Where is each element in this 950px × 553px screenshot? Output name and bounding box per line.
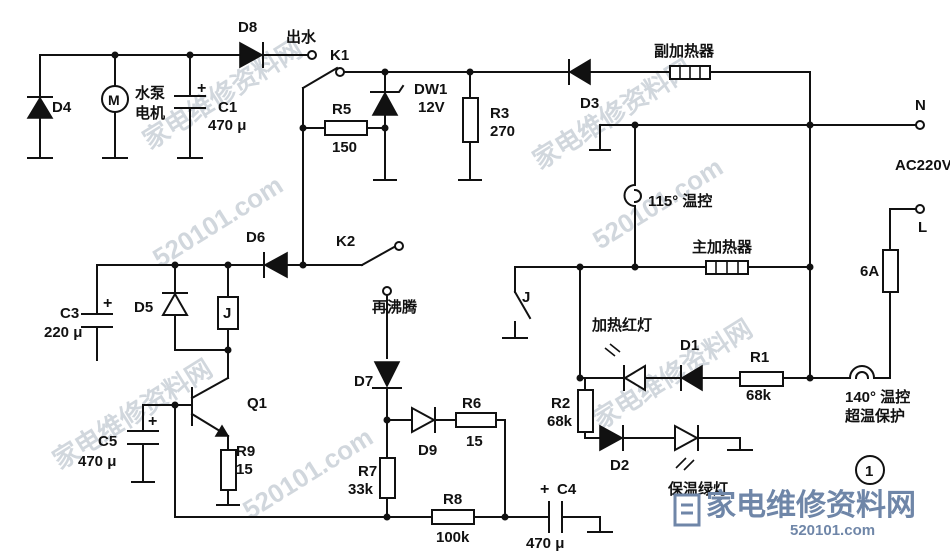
r8-value: 100k	[436, 529, 470, 546]
r9-value: 15	[236, 461, 253, 478]
q1-transistor: Q1	[174, 376, 267, 438]
d8-label: D8	[238, 19, 257, 36]
r6-label: R6	[462, 395, 481, 412]
d3-label: D3	[580, 95, 599, 112]
d9-label: D9	[418, 442, 437, 459]
c4-label: C4	[557, 481, 577, 498]
dw1-zener: DW1 12V	[370, 71, 447, 181]
brand-logo: 家电维修资料网 520101.com	[673, 489, 916, 539]
brand-url: 520101.com	[790, 522, 875, 539]
r1-value: 68k	[746, 387, 772, 404]
r9-label: R9	[236, 443, 255, 460]
over-temp-label: 超温保护	[844, 407, 905, 425]
fuse-label: 6A	[860, 263, 879, 280]
r8-label: R8	[443, 491, 462, 508]
k1-label: K1	[330, 47, 349, 64]
d6-label: D6	[246, 229, 265, 246]
d2-label: D2	[610, 457, 629, 474]
r3-resistor: R3 270	[458, 71, 515, 181]
q1-label: Q1	[247, 395, 267, 412]
r5-label: R5	[332, 101, 351, 118]
d1-label: D1	[680, 337, 699, 354]
k2-label: K2	[336, 233, 355, 250]
d4-diode	[26, 96, 54, 119]
reboil-label: 再沸腾	[372, 298, 418, 316]
c3-capacitor: + C3 220 μ	[44, 264, 113, 361]
r2-value: 68k	[547, 413, 573, 430]
watermark-url-1: 520101.com	[147, 170, 288, 274]
red-lamp-branch: 加热红灯 D1 R1 68k	[576, 266, 851, 404]
c3-plus: +	[103, 295, 112, 312]
dw1-value: 12V	[418, 99, 445, 116]
fuse-6a	[882, 249, 899, 293]
aux-heater: 副加热器	[654, 42, 715, 80]
c5-value: 470 μ	[78, 453, 116, 470]
n-label: N	[915, 97, 926, 114]
thermostat-115: 115° 温控	[623, 124, 712, 268]
c1-value: 470 μ	[208, 117, 246, 134]
d5-label: D5	[134, 299, 153, 316]
pump-label: 水泵	[135, 84, 165, 102]
c5-label: C5	[98, 433, 117, 450]
green-lamp-branch: R2 68k D2 保温绿灯	[547, 377, 753, 498]
c4-plus: +	[540, 481, 549, 498]
c3-value: 220 μ	[44, 324, 82, 341]
r7-label: R7	[358, 463, 377, 480]
c3-label: C3	[60, 305, 79, 322]
d5-relay: D5 J	[134, 264, 239, 379]
d4-label: D4	[52, 99, 72, 116]
r7-value: 33k	[348, 481, 374, 498]
d6-k2-row: D6 K2 再沸腾	[96, 229, 418, 316]
c4-value: 470 μ	[526, 535, 564, 552]
motor-symbol: M	[108, 92, 120, 108]
d7-label: D7	[354, 373, 373, 390]
figure-number-text: 1	[865, 463, 873, 480]
l-label: L	[918, 219, 927, 236]
thermostat-115-label: 115° 温控	[648, 192, 712, 210]
main-heater-label: 主加热器	[692, 238, 753, 256]
d8-group: D8 出水	[238, 19, 317, 69]
d3-diode: D3	[568, 58, 599, 112]
d8-diode	[239, 41, 264, 69]
motor-label: 电机	[135, 104, 165, 122]
reboil-network: D7 D9 R6 15 R7 33k R8 100k + C4 470 μ	[348, 294, 613, 552]
water-out-label: 出水	[286, 28, 317, 46]
aux-heater-label: 副加热器	[654, 42, 715, 60]
relay-contact-label: J	[522, 289, 530, 306]
ac-label: AC220V	[895, 157, 950, 174]
dw1-label: DW1	[414, 81, 447, 98]
r2-label: R2	[551, 395, 570, 412]
thermostat-140-label: 140° 温控	[845, 388, 910, 406]
r9-resistor: R9 15	[216, 435, 255, 506]
pump-section: M + D4 水泵 电机 C1 470 μ	[26, 51, 313, 159]
mains-n: N AC220V	[589, 97, 950, 174]
relay-coil-label: J	[223, 305, 231, 322]
thermostat-140: 140° 温控 超温保护	[844, 365, 910, 425]
r3-value: 270	[490, 123, 515, 140]
r6-value: 15	[466, 433, 483, 450]
c5-plus: +	[148, 413, 157, 430]
r1-label: R1	[750, 349, 769, 366]
c1-plus: +	[197, 80, 206, 97]
red-lamp-label: 加热红灯	[591, 316, 652, 334]
c1-label: C1	[218, 99, 237, 116]
r5-value: 150	[332, 139, 357, 156]
r5-resistor: R5 150	[299, 101, 389, 156]
c5-capacitor: + C5 470 μ	[78, 401, 391, 518]
brand-name: 家电维修资料网	[706, 489, 916, 522]
pump-motor	[101, 85, 129, 113]
main-heater-row: 主加热器	[514, 124, 814, 379]
relay-contact-j: J	[502, 289, 532, 339]
figure-number: 1	[855, 455, 885, 485]
r3-label: R3	[490, 105, 509, 122]
mains-l: L 6A	[860, 204, 927, 379]
k1-switch: K1	[301, 47, 349, 266]
